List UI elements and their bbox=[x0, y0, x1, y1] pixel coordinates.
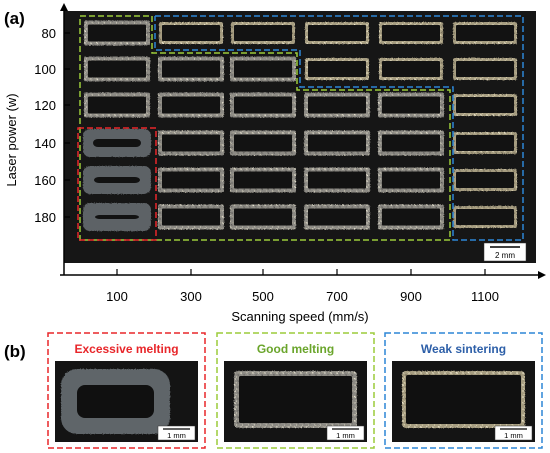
sample-good bbox=[378, 204, 444, 230]
inset-scale-label: 1 mm bbox=[336, 431, 355, 440]
sample-good bbox=[158, 92, 224, 118]
sample-good bbox=[304, 92, 370, 118]
inset-title: Good melting bbox=[257, 342, 334, 356]
sample-weak bbox=[305, 58, 369, 80]
inset-sample-hole bbox=[77, 385, 154, 418]
sample-good bbox=[230, 56, 296, 82]
sample-weak bbox=[453, 22, 517, 44]
sample-excessive bbox=[83, 129, 151, 157]
sample-good bbox=[158, 56, 224, 82]
sample-weak bbox=[453, 206, 517, 228]
inset-sample-hole bbox=[406, 375, 521, 424]
x-axis-arrow-icon bbox=[538, 271, 546, 279]
sample-weak bbox=[453, 169, 517, 191]
sample-grid bbox=[83, 20, 517, 231]
x-tick-label: 900 bbox=[400, 289, 422, 304]
inset-good: Good melting 1 mm bbox=[216, 332, 375, 449]
sample-weak bbox=[379, 22, 443, 44]
sample-excessive bbox=[83, 166, 151, 194]
sample-weak bbox=[231, 22, 295, 44]
sample-good bbox=[378, 92, 444, 118]
y-tick-label: 120 bbox=[34, 98, 56, 113]
x-tick-label: 500 bbox=[252, 289, 274, 304]
sample-good bbox=[304, 130, 370, 156]
y-tick-label: 80 bbox=[42, 26, 56, 41]
sample-good bbox=[158, 204, 224, 230]
inset-excessive: Excessive melting 1 mm bbox=[47, 332, 206, 449]
inset-sample-hole bbox=[239, 376, 352, 423]
y-axis-arrow-icon bbox=[60, 3, 68, 11]
sample-good bbox=[304, 167, 370, 193]
sample-good bbox=[230, 204, 296, 230]
x-tick-label: 100 bbox=[106, 289, 128, 304]
panel-a-label: (a) bbox=[4, 9, 25, 28]
y-tick-label: 160 bbox=[34, 173, 56, 188]
sample-good bbox=[378, 167, 444, 193]
sample-weak bbox=[453, 132, 517, 154]
sample-good bbox=[230, 130, 296, 156]
panel-b-label: (b) bbox=[4, 342, 26, 361]
x-axis-label: Scanning speed (mm/s) bbox=[231, 309, 368, 324]
excessive-melting-region bbox=[77, 127, 157, 241]
y-tick-label: 180 bbox=[34, 210, 56, 225]
scale-bar-label: 2 mm bbox=[495, 251, 515, 260]
weak-sintering-region bbox=[154, 15, 524, 241]
sample-good bbox=[84, 56, 150, 82]
inset-weak: Weak sintering 1 mm bbox=[384, 332, 543, 449]
x-tick-label: 1100 bbox=[471, 289, 499, 304]
inset-scale-label: 1 mm bbox=[504, 431, 523, 440]
sample-excessive bbox=[83, 203, 151, 231]
y-axis-label: Laser power (w) bbox=[4, 93, 19, 186]
inset-title: Excessive melting bbox=[74, 342, 178, 356]
x-tick-label: 700 bbox=[326, 289, 348, 304]
good-melting-region bbox=[79, 15, 451, 241]
sample-good bbox=[84, 92, 150, 118]
x-ticks: 100 300 500 700 900 1100 bbox=[106, 269, 499, 304]
sample-good bbox=[378, 130, 444, 156]
y-ticks: 80 100 120 140 160 180 bbox=[34, 26, 70, 225]
sample-good bbox=[158, 167, 224, 193]
sample-weak bbox=[305, 22, 369, 44]
sample-weak bbox=[159, 22, 223, 44]
sample-good bbox=[230, 167, 296, 193]
sample-good bbox=[158, 130, 224, 156]
sample-weak bbox=[453, 58, 517, 80]
sample-weak bbox=[379, 58, 443, 80]
inset-scale-label: 1 mm bbox=[167, 431, 186, 440]
y-tick-label: 100 bbox=[34, 62, 56, 77]
sample-good bbox=[230, 92, 296, 118]
sample-weak bbox=[453, 94, 517, 116]
inset-title: Weak sintering bbox=[421, 342, 506, 356]
x-tick-label: 300 bbox=[180, 289, 202, 304]
sample-good bbox=[84, 20, 150, 46]
y-tick-label: 140 bbox=[34, 136, 56, 151]
sample-good bbox=[304, 204, 370, 230]
